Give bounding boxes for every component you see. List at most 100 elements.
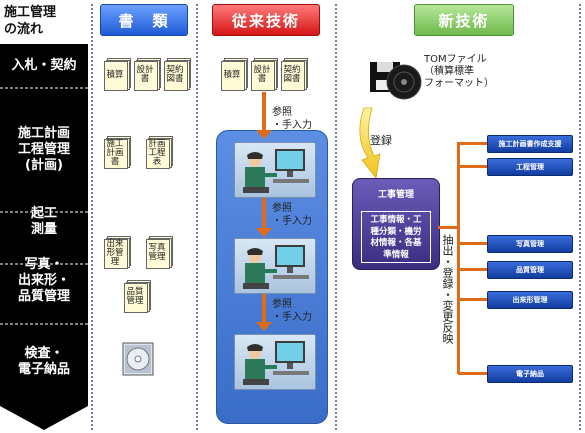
floppy-disc-icon: [370, 62, 422, 100]
doc-label: 品質管理: [126, 287, 144, 306]
koji-kanri-title: 工事管理: [377, 190, 414, 200]
phase-inspection: 検査・ 電子納品: [0, 344, 88, 380]
note-ref: 参照: [272, 107, 292, 118]
koji-body-line: 種分類・機労: [370, 226, 422, 237]
doc-sekisan: 積算: [104, 58, 131, 91]
cd-case-icon: [122, 342, 154, 376]
system-sekou-keikaku: 施工計画書作成支援: [487, 135, 573, 153]
connector-branch: [458, 165, 488, 168]
phase-planning: 施工計画 工程管理 (計画): [0, 120, 88, 180]
arrow-head: [256, 322, 272, 331]
doc-label: 設計書: [253, 65, 271, 84]
conv-doc-sekkeisho: 設計書: [251, 58, 278, 91]
koji-body-line: 準情報: [383, 249, 409, 260]
doc-label: 契約図書: [283, 65, 301, 84]
koji-body-line: 工事情報・工: [370, 215, 422, 225]
phase-label: 測量: [30, 222, 57, 237]
computer-user-icon: [243, 341, 309, 385]
tom-file-label: TOMファイル （積算標準 フォーマット）: [424, 54, 494, 90]
arrow-shaft: [262, 294, 266, 324]
phase-label: 品質管理: [17, 289, 70, 304]
doc-label: 契約図書: [166, 65, 184, 84]
arrow-shaft: [262, 198, 266, 230]
conv-doc-keiyaku: 契約図書: [281, 58, 308, 91]
tom-label-line: （積算標準: [424, 66, 474, 77]
doc-label: 出来形管理: [106, 238, 124, 267]
doc-label: 施工計画書: [106, 138, 124, 167]
conv-note-3: 参照 ・手入力: [272, 298, 312, 324]
phase-label: 起工: [30, 206, 57, 221]
documents-header: 書 類: [100, 4, 188, 36]
doc-hinshitsu: 品質管理: [124, 280, 151, 313]
system-dekigata-kanri: 出来形管理: [487, 291, 573, 309]
connector-line: [438, 226, 458, 229]
phase-quality: 写真・ 出来形・ 品質管理: [0, 254, 88, 308]
phase-label: 工程管理: [17, 142, 70, 157]
flow-title-line2: の流れ: [4, 22, 44, 37]
koji-body-line: 材情報・各基: [370, 238, 422, 248]
koji-kanri-body: 工事情報・工 種分類・機労 材情報・各基 準情報: [361, 211, 431, 263]
connector-branch: [458, 268, 488, 271]
conv-note-1: 参照 ・手入力: [272, 106, 312, 132]
doc-label: 写真管理: [148, 243, 166, 262]
doc-keiyaku: 契約図書: [164, 58, 191, 91]
connector-trunk: [457, 142, 460, 374]
phase-arrow: [0, 44, 88, 430]
tom-label-line: TOMファイル: [424, 54, 487, 65]
connector-branch: [458, 242, 488, 245]
connector-branch: [458, 298, 488, 301]
connector-branch: [458, 142, 488, 145]
koji-kanri-box: 工事管理 工事情報・工 種分類・機労 材情報・各基 準情報: [352, 178, 440, 270]
phase-survey: 起工 測量: [0, 204, 88, 240]
doc-shashin: 写真管理: [146, 236, 173, 269]
doc-label: 積算: [223, 69, 241, 80]
system-hinshitsu-kanri: 品質管理: [487, 261, 573, 279]
phase-label: 写真・: [24, 257, 64, 272]
doc-dekigata: 出来形管理: [104, 236, 131, 269]
connector-branch: [458, 372, 488, 375]
register-label: 登録: [370, 134, 392, 147]
pc-worker-illustration: [234, 238, 316, 294]
conv-note-2: 参照 ・手入力: [272, 202, 312, 228]
column-divider: [196, 4, 198, 430]
phase-label: 入札・契約: [11, 58, 77, 73]
phase-label: (計画): [25, 158, 63, 173]
note-ref: 参照: [272, 203, 292, 214]
pc-worker-illustration: [234, 142, 316, 198]
arrow-head: [256, 228, 272, 237]
doc-label: 積算: [106, 69, 124, 80]
phase-label: 検査・: [24, 346, 64, 361]
new-tech-header: 新技術: [414, 4, 514, 36]
extract-register-label: 抽出・登録・変更反映: [441, 234, 454, 344]
note-input: ・手入力: [272, 120, 312, 131]
column-divider: [579, 4, 581, 430]
column-divider: [91, 4, 93, 430]
arrow-head: [256, 130, 272, 139]
computer-user-icon: [243, 245, 309, 289]
doc-label: 設計書: [136, 65, 154, 84]
computer-user-icon: [243, 149, 309, 193]
register-arrow: [359, 107, 381, 179]
note-input: ・手入力: [272, 312, 312, 323]
tom-label-line: フォーマット）: [424, 78, 494, 89]
flow-title: 施工管理 の流れ: [4, 4, 56, 38]
column-divider: [335, 4, 337, 430]
doc-sekkeisho: 設計書: [134, 58, 161, 91]
doc-keikaku-koutei: 計画工程表: [146, 136, 173, 169]
arrow-shaft: [262, 92, 266, 132]
conventional-header: 従来技術: [212, 4, 320, 36]
system-denshi-nouhin: 電子納品: [487, 365, 573, 383]
phase-label: 電子納品: [17, 362, 70, 377]
doc-sekou-keikaku: 施工計画書: [104, 136, 131, 169]
system-koutei-kanri: 工程管理: [487, 158, 573, 176]
phase-bidding: 入札・契約: [0, 54, 88, 78]
doc-label: 計画工程表: [148, 138, 166, 167]
pc-worker-illustration: [234, 334, 316, 390]
system-shashin-kanri: 写真管理: [487, 235, 573, 253]
note-input: ・手入力: [272, 216, 312, 227]
flow-title-line1: 施工管理: [4, 5, 57, 20]
phase-label: 出来形・: [17, 273, 70, 288]
phase-label: 施工計画: [17, 126, 70, 141]
note-ref: 参照: [272, 299, 292, 310]
conv-doc-sekisan: 積算: [221, 58, 248, 91]
